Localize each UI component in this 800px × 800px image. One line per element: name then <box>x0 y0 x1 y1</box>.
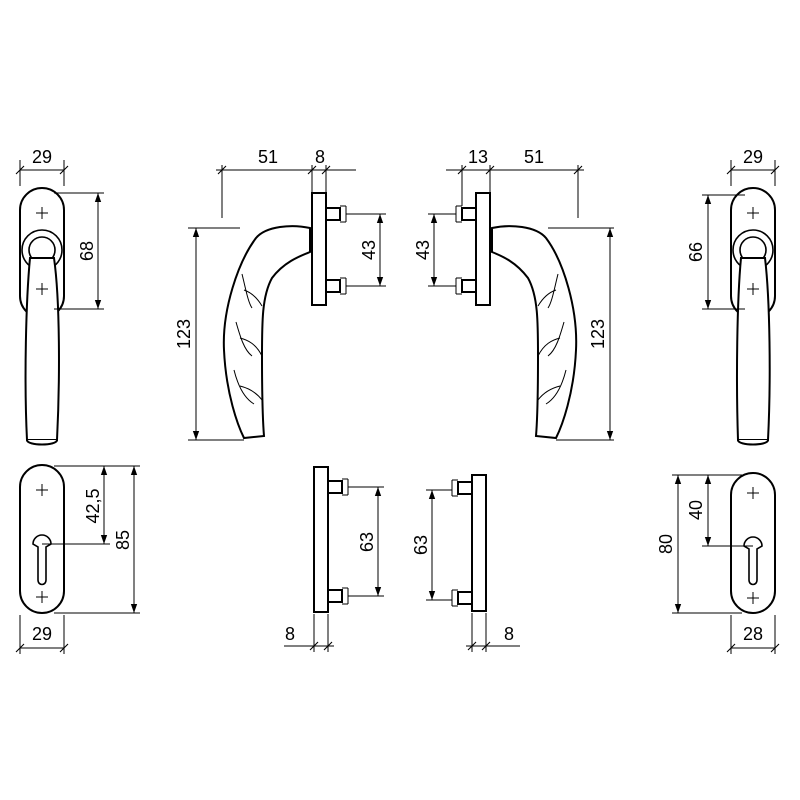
rosette-side-view-right <box>451 474 487 612</box>
label-side-right-height: 123 <box>588 319 608 349</box>
dimension-rosette-side-left-spacing: 63 <box>348 486 384 597</box>
label-rosette-left-offset: 42,5 <box>83 488 103 523</box>
label-side-left-projection: 51 <box>258 147 278 167</box>
dimension-handle-right-holes: 66 <box>686 194 745 310</box>
dimension-rosette-side-right-spacing: 63 <box>411 489 452 601</box>
label-side-right-spindle: 43 <box>413 240 433 260</box>
label-handle-left-width: 29 <box>32 147 52 167</box>
label-side-left-plate: 8 <box>315 147 325 167</box>
dimension-rosette-side-right-depth: 8 <box>466 613 520 652</box>
dimension-side-right-projection: 13 51 <box>446 147 584 218</box>
label-rosette-right-height: 80 <box>656 534 676 554</box>
label-side-left-spindle: 43 <box>359 240 379 260</box>
dimension-rosette-left-height: 85 <box>54 466 140 614</box>
label-rosette-side-left-depth: 8 <box>285 624 295 644</box>
dimension-handle-left-holes: 68 <box>54 192 104 310</box>
dimension-rosette-left-offset: 42,5 <box>42 465 140 545</box>
rosette-front-view-right <box>730 472 776 614</box>
handle-front-view-left <box>19 187 65 446</box>
dimension-side-right-height: 123 <box>548 227 614 441</box>
dimension-handle-left-width: 29 <box>15 147 69 186</box>
dimension-side-left-spindle: 43 <box>346 213 386 287</box>
dimension-side-left-height: 123 <box>174 227 244 441</box>
label-side-right-plate: 13 <box>468 147 488 167</box>
label-rosette-right-width: 28 <box>743 624 763 644</box>
label-rosette-left-width: 29 <box>32 624 52 644</box>
dimension-rosette-side-left-depth: 8 <box>284 614 334 652</box>
dimension-rosette-right-offset: 40 <box>672 474 753 547</box>
label-rosette-side-right-spacing: 63 <box>411 535 431 555</box>
dimension-side-left-projection: 51 8 <box>216 147 356 218</box>
dimension-rosette-right-width: 28 <box>726 615 780 654</box>
rosette-front-view-left <box>19 464 65 614</box>
dimension-rosette-left-width: 29 <box>15 615 69 654</box>
label-rosette-side-right-depth: 8 <box>504 624 514 644</box>
label-rosette-right-offset: 40 <box>686 500 706 520</box>
handle-side-view-right <box>455 192 578 440</box>
label-handle-right-holes: 66 <box>686 242 706 262</box>
handle-front-view-right <box>730 187 776 446</box>
label-rosette-left-height: 85 <box>113 530 133 550</box>
rosette-side-view-left <box>313 466 349 613</box>
label-side-left-height: 123 <box>174 319 194 349</box>
dimension-handle-right-width: 29 <box>726 147 780 186</box>
label-handle-right-width: 29 <box>743 147 763 167</box>
handle-side-view-left <box>222 192 347 440</box>
dimension-side-right-spindle: 43 <box>413 213 456 287</box>
dimension-rosette-right-height: 80 <box>656 475 742 614</box>
label-side-right-projection: 51 <box>524 147 544 167</box>
label-rosette-side-left-spacing: 63 <box>357 532 377 552</box>
label-handle-left-holes: 68 <box>77 241 97 261</box>
